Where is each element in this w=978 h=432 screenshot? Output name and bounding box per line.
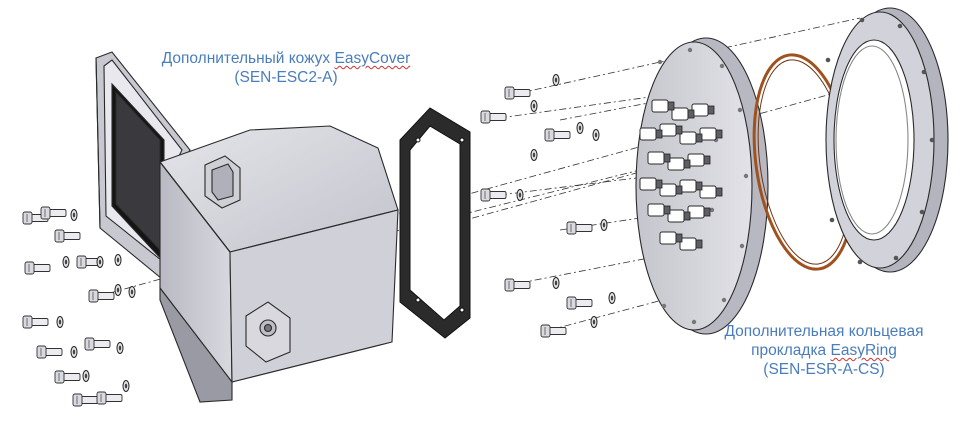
cover-label-prefix: Дополнительный кожух: [161, 50, 335, 67]
flange-holes: [825, 17, 935, 265]
cover-part-label: Дополнительный кожух EasyCover (SEN-ESC2…: [140, 49, 432, 87]
washer: [114, 284, 122, 296]
bolt: [504, 278, 531, 292]
washer: [516, 189, 524, 201]
flat-gasket: [399, 107, 471, 339]
ring-label-line-2: прокладка EasyRing: [690, 341, 958, 360]
protective-cover: [159, 125, 399, 403]
washer: [114, 254, 122, 266]
gland-nuts: [655, 101, 723, 249]
sensor-glands: [639, 99, 717, 251]
bolt: [54, 229, 81, 243]
washer: [592, 129, 600, 141]
washer: [82, 370, 90, 382]
bolt: [544, 128, 571, 142]
bolt: [84, 337, 111, 351]
bolt: [22, 211, 49, 225]
mounting-flange: [825, 7, 949, 273]
washer: [600, 219, 608, 231]
washer: [122, 380, 130, 392]
cover-label-line-1: Дополнительный кожух EasyCover: [140, 49, 432, 68]
washer: [530, 100, 538, 112]
washer: [608, 292, 616, 304]
bolt: [72, 393, 99, 407]
bolt: [480, 188, 507, 202]
ring-label-part-number: (SEN-ESR-A-CS): [763, 361, 885, 378]
bolt: [504, 86, 531, 100]
ring-label-line-1: Дополнительная кольцевая: [724, 323, 924, 340]
washer: [70, 346, 78, 358]
bolt: [54, 370, 81, 384]
washer: [552, 74, 560, 86]
cover-label-brand: EasyCover: [334, 50, 411, 67]
bolt: [96, 391, 123, 405]
ring-label-prefix: прокладка: [751, 342, 831, 359]
washer: [128, 286, 136, 298]
washer: [70, 209, 78, 221]
washer: [590, 316, 598, 328]
bolts-and-washers: [22, 74, 616, 407]
ring-part-label: Дополнительная кольцевая прокладка EasyR…: [690, 322, 958, 379]
bolt: [40, 206, 67, 220]
washer: [576, 122, 584, 134]
bolt: [540, 324, 567, 338]
sensor-flange-plate: [635, 37, 769, 335]
bolt: [566, 221, 593, 235]
washer: [62, 256, 70, 268]
washer: [530, 149, 538, 161]
bolt: [24, 261, 51, 275]
washer: [116, 342, 124, 354]
plate-bolt-holes: [657, 47, 749, 325]
bolt: [22, 315, 49, 329]
washer: [56, 316, 64, 328]
washer: [96, 256, 104, 268]
bolt: [88, 289, 115, 303]
ring-label-brand: EasyRing: [830, 342, 897, 359]
bolt: [566, 296, 593, 310]
bolt: [480, 110, 507, 124]
cover-label-part-number: (SEN-ESC2-A): [234, 69, 338, 86]
washer: [552, 277, 560, 289]
bolt: [36, 345, 63, 359]
